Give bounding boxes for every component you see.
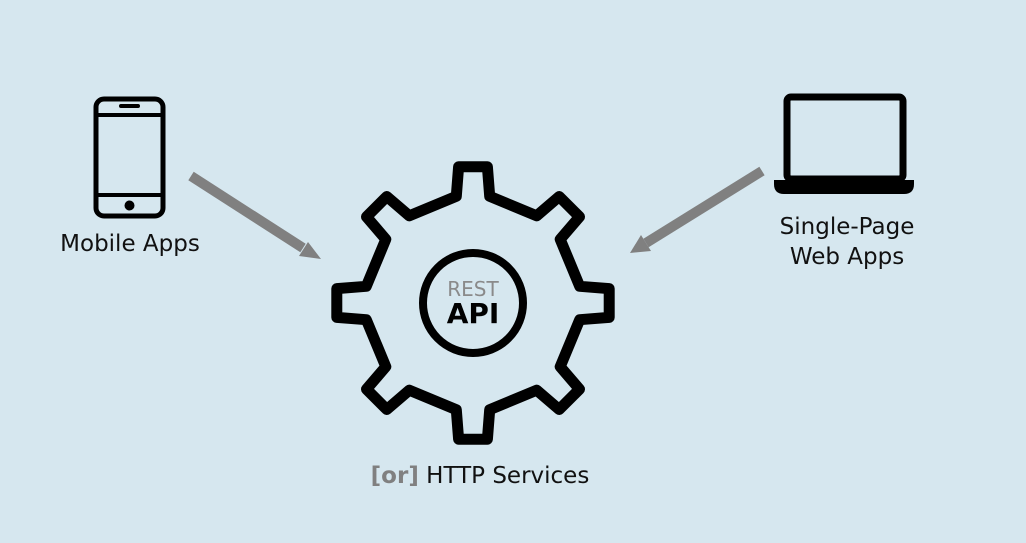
arrow-mobile-to-api (188, 171, 321, 259)
mobile-apps-label-line: Mobile Apps (60, 231, 200, 257)
arrow-spa-to-api (630, 166, 765, 253)
gear-icon (331, 161, 615, 445)
http-services-label: [or] HTTP Services (340, 461, 620, 491)
spa-label-line-1: Single-Page (779, 214, 915, 240)
laptop-icon (774, 93, 914, 194)
api-ring (419, 249, 527, 357)
mobile-apps-label: Mobile Apps (45, 229, 215, 259)
single-page-web-apps-label: Single-Page Web Apps (762, 212, 932, 272)
rest-label: REST (447, 277, 499, 301)
spa-label-line-2: Web Apps (789, 244, 905, 270)
or-prefix: [or] (370, 463, 419, 489)
http-services-text: HTTP Services (426, 463, 590, 489)
mobile-phone-icon (93, 96, 166, 219)
api-label: API (446, 297, 500, 330)
